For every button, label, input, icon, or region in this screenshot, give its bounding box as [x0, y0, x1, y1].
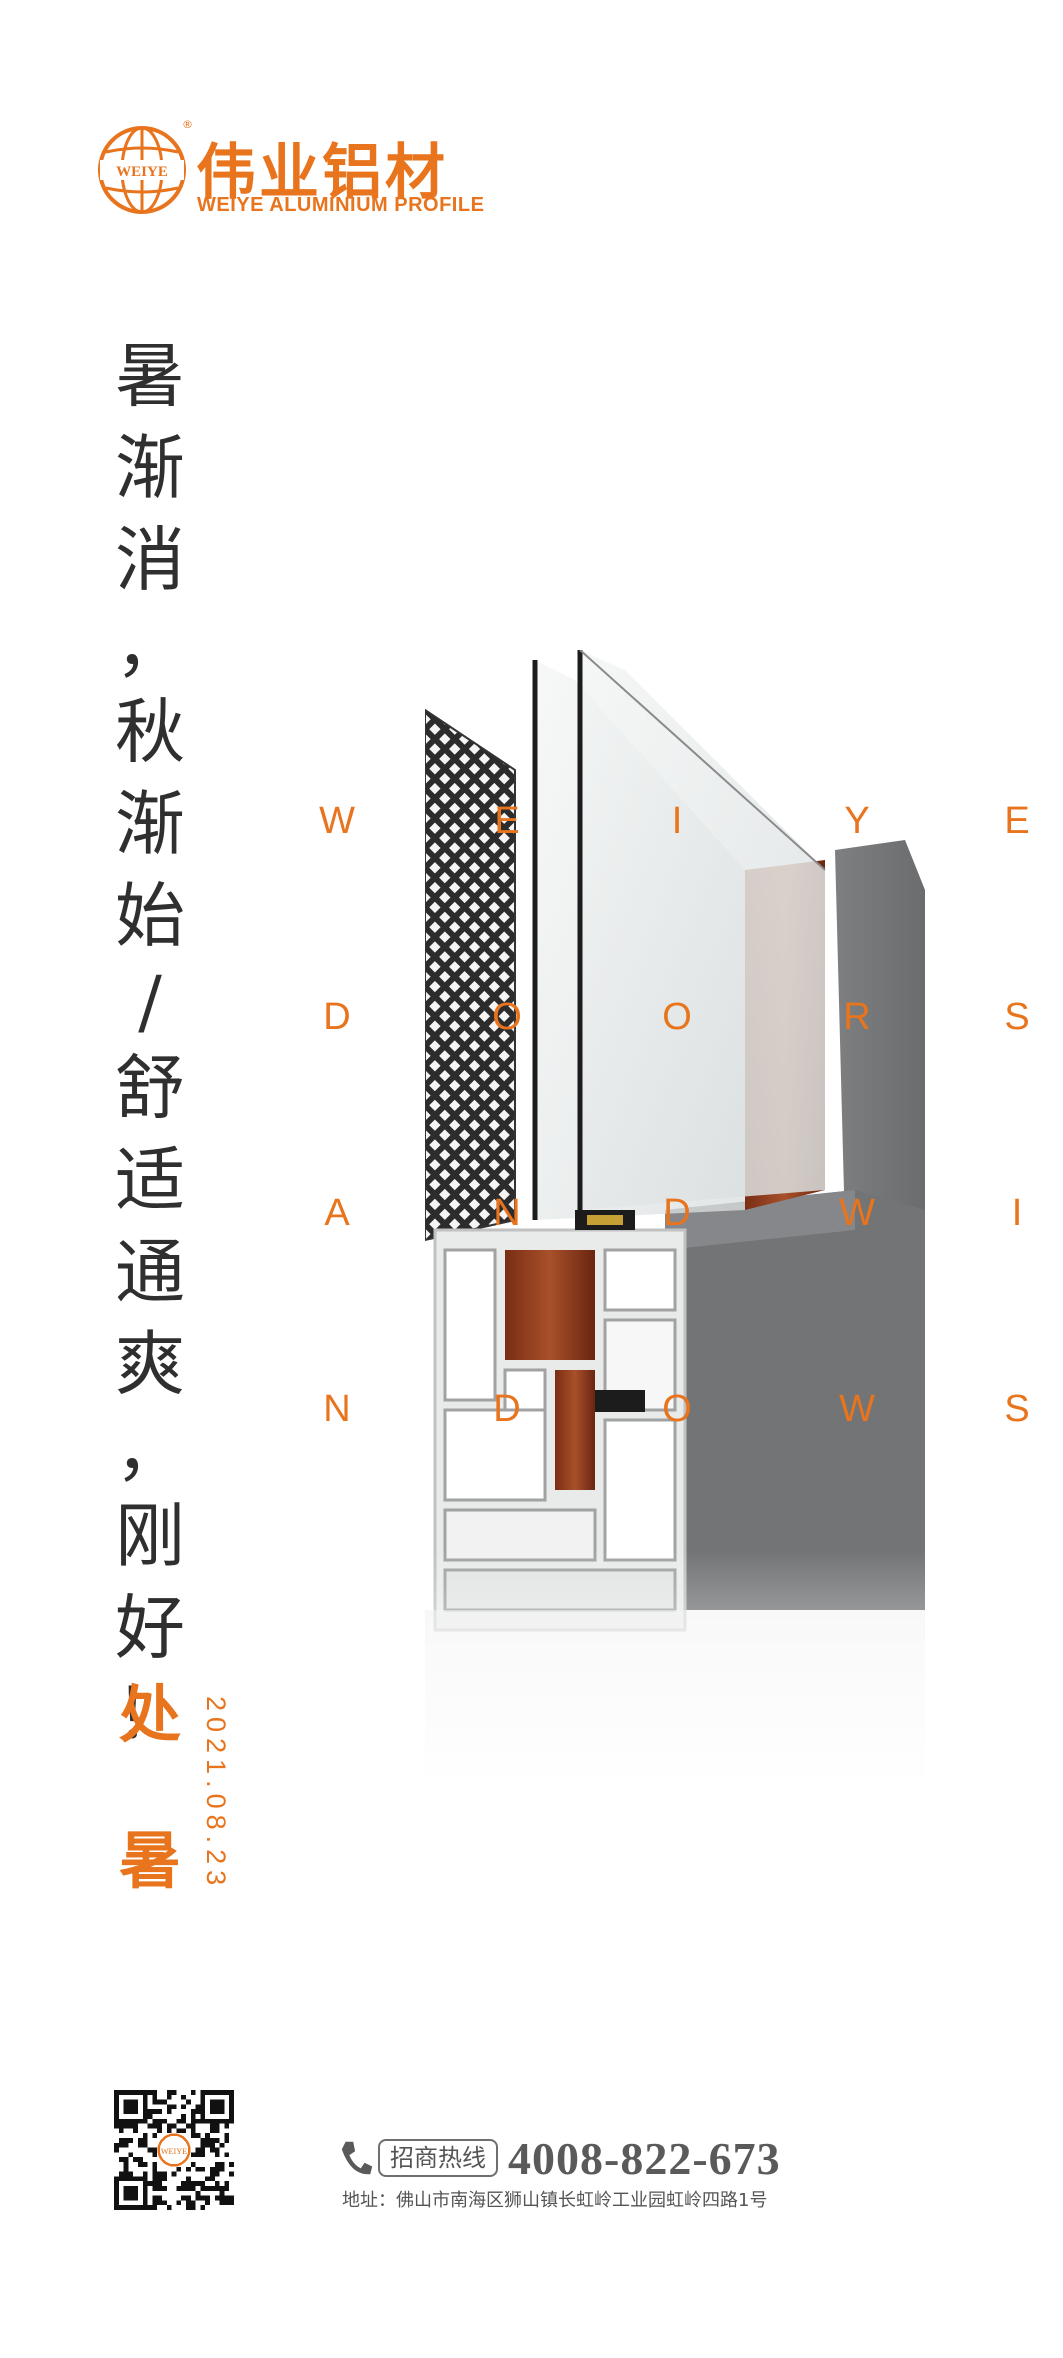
glass-pane-front — [535, 660, 745, 1220]
grid-letter: S — [1004, 996, 1030, 1038]
grid-letter: D — [663, 1192, 691, 1234]
poem-char: 秋 — [115, 691, 185, 773]
brand-logo: WEIYE ® 伟业铝材 WEIYE ALUMINIUM PROFILE — [96, 118, 484, 228]
solar-term-char-1: 处 — [118, 1678, 181, 1751]
grid-letter: E — [494, 800, 520, 842]
poem-char: 暑 — [115, 335, 185, 417]
solar-term-label: 处 暑 — [110, 1672, 190, 1904]
letter-grid: W E I Y E D O O R S A N D W I N D O W S — [312, 800, 1052, 1440]
poem-char: 消 — [115, 519, 185, 601]
brand-name-en: WEIYE ALUMINIUM PROFILE — [197, 194, 485, 216]
brand-name-cn: 伟业铝材 — [196, 138, 448, 208]
poem-char: 爽 — [115, 1323, 185, 1405]
grid-letter: W — [839, 1192, 875, 1234]
hotline-label: 招商热线 — [378, 2139, 498, 2177]
grid-letter: I — [1011, 1192, 1023, 1234]
qr-code: WEIYE — [114, 2090, 234, 2210]
grid-letter: D — [323, 996, 351, 1038]
poem-char: 适 — [115, 1139, 185, 1221]
date-text: 2021.08.23 — [201, 1696, 231, 1892]
solar-term-char-2: 暑 — [118, 1824, 181, 1897]
gray-frame-body — [665, 1190, 925, 1610]
poem-char: 渐 — [115, 783, 185, 865]
grid-letter: O — [492, 996, 522, 1038]
globe-logo-icon: WEIYE — [98, 126, 186, 214]
grid-letter: N — [323, 1388, 351, 1430]
grid-letter: O — [662, 1388, 692, 1430]
poem-char: 始 — [115, 875, 185, 957]
grid-letter: R — [843, 996, 871, 1038]
vertical-poem: 暑渐消，秋渐始/舒适通爽，刚好！ — [100, 330, 200, 1754]
poem-char: 好 — [115, 1587, 185, 1669]
window-profile-illustration — [425, 650, 945, 1790]
grid-letter: W — [839, 1388, 875, 1430]
hotline-row: 招商热线 4008-822-673 — [340, 2128, 781, 2188]
grid-letter: O — [662, 996, 692, 1038]
grid-letter: D — [493, 1388, 521, 1430]
hotline-number[interactable]: 4008-822-673 — [508, 2132, 781, 2184]
grid-letter: E — [1004, 800, 1030, 842]
poem-char: 舒 — [115, 1047, 185, 1129]
grid-letter: W — [319, 800, 355, 842]
grid-letter: N — [493, 1192, 521, 1234]
registered-mark: ® — [182, 118, 193, 131]
phone-icon — [341, 2141, 373, 2175]
poem-char: / — [138, 961, 162, 1043]
grid-letter: A — [324, 1192, 350, 1234]
grid-letter: Y — [844, 800, 870, 842]
poem-char: ， — [115, 1409, 185, 1491]
poem-char: 通 — [115, 1231, 185, 1313]
globe-text: WEIYE — [116, 164, 168, 180]
poem-char: ， — [115, 605, 185, 687]
poem-char: 渐 — [115, 427, 185, 509]
grid-letter: S — [1004, 1388, 1030, 1430]
mesh-screen — [425, 710, 515, 1240]
poem-char: 刚 — [115, 1495, 185, 1577]
grid-letter: I — [671, 800, 683, 842]
poem-char: ！ — [115, 1673, 185, 1755]
address-text: 地址：佛山市南海区狮山镇长虹岭工业园虹岭四路1号 — [342, 2190, 768, 2211]
qr-center-text: WEIYE — [161, 2147, 187, 2156]
